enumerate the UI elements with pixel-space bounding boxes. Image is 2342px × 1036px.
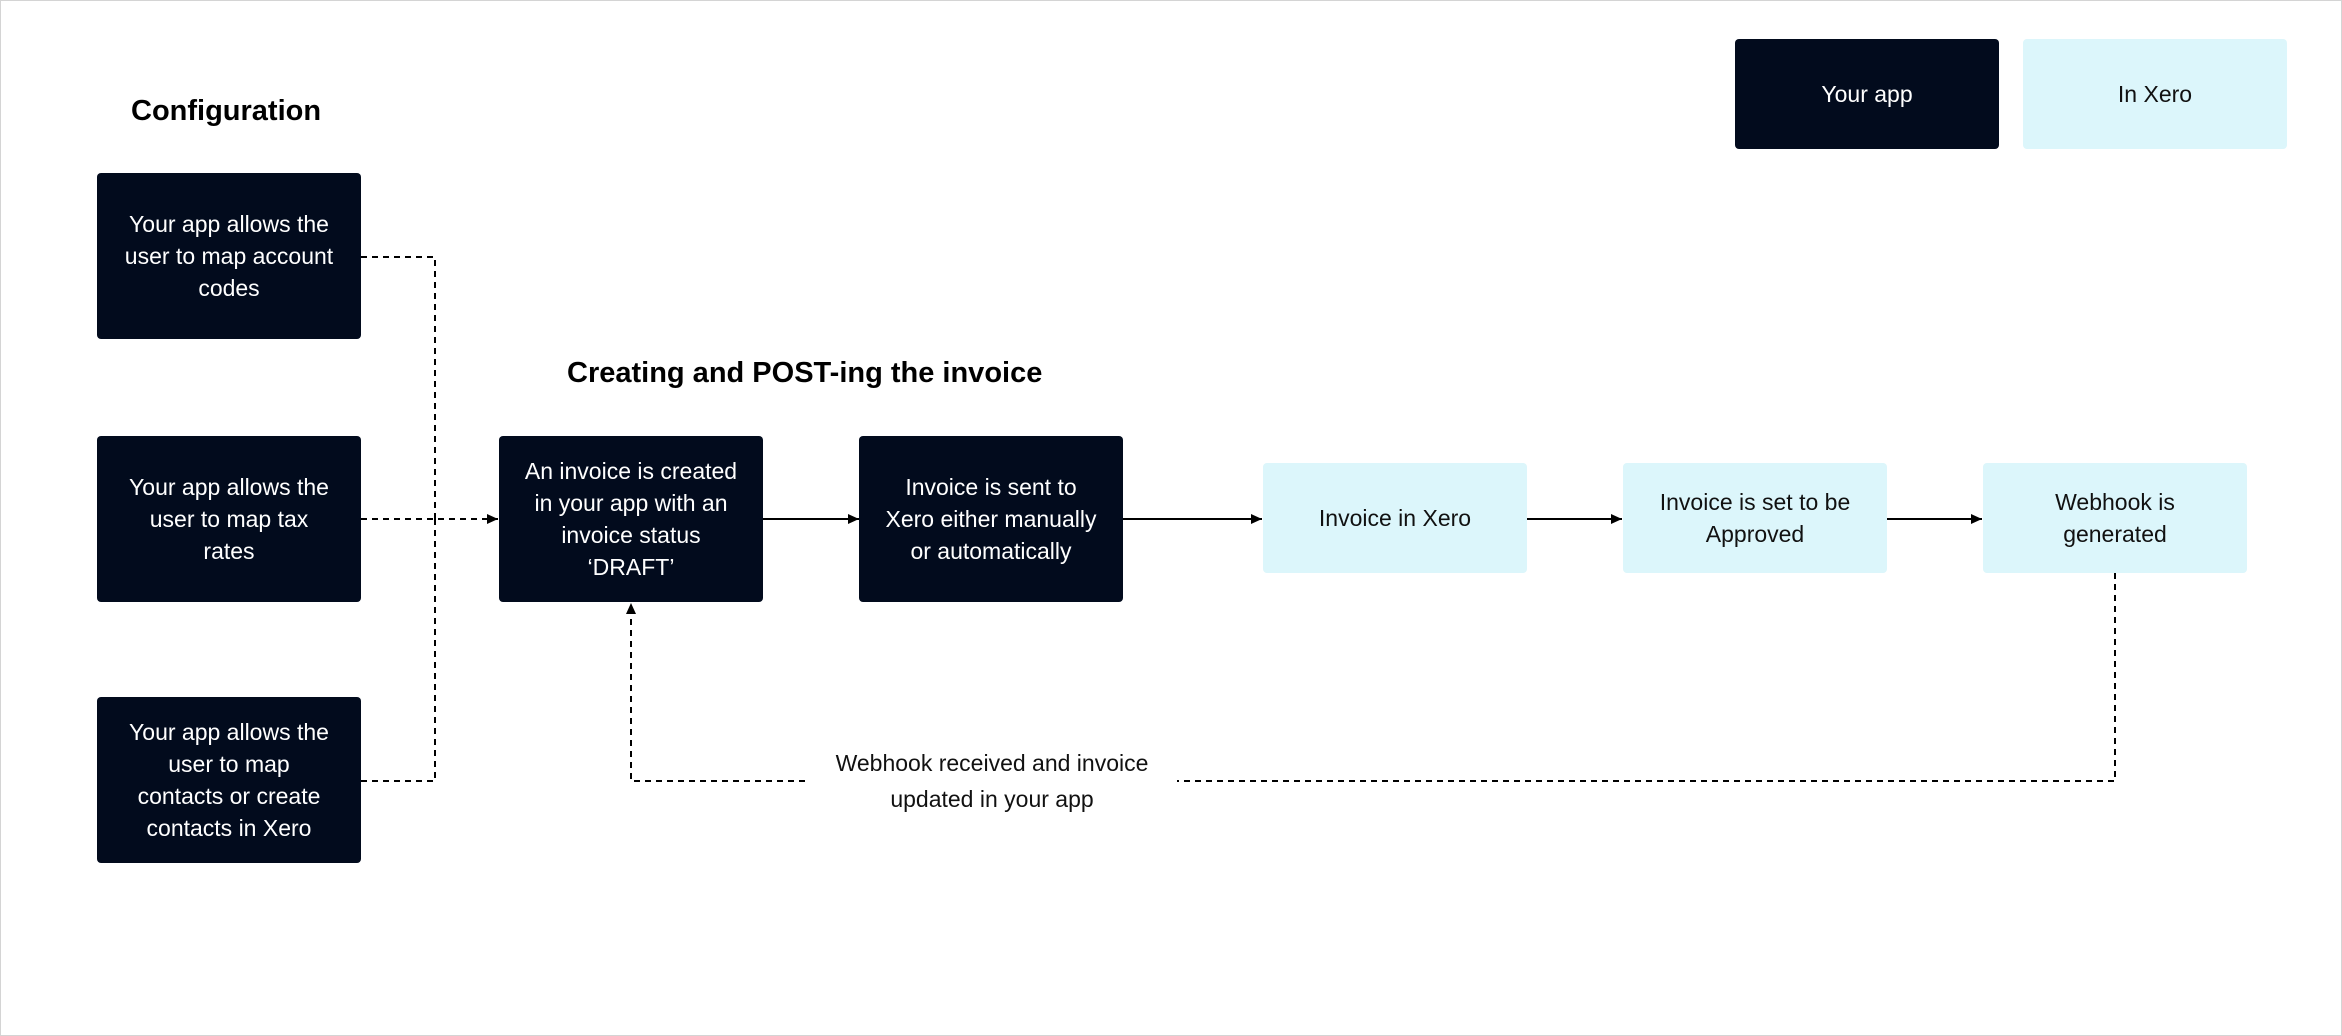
step-map-contacts: Your app allows the user to map contacts… (97, 697, 361, 863)
configuration-heading: Configuration (131, 95, 322, 127)
connector-contacts (361, 519, 436, 782)
legend-in-xero: In Xero (2023, 39, 2287, 149)
feedback-label: Webhook received and invoice updated in … (807, 745, 1177, 817)
step-invoice-in-xero: Invoice in Xero (1263, 463, 1527, 573)
creating-invoice-heading: Creating and POST-ing the invoice (567, 357, 1043, 389)
step-map-tax-rates: Your app allows the user to map tax rate… (97, 436, 361, 602)
step-sent-to-xero: Invoice is sent to Xero either manually … (859, 436, 1123, 602)
feedback-loop-line (626, 573, 2116, 782)
step-webhook-generated: Webhook is generated (1983, 463, 2247, 573)
connector-account-codes (361, 256, 436, 519)
step-invoice-approved: Invoice is set to be Approved (1623, 463, 1887, 573)
legend-your-app: Your app (1735, 39, 1999, 149)
step-map-account-codes: Your app allows the user to map account … (97, 173, 361, 339)
step-draft-invoice: An invoice is created in your app with a… (499, 436, 763, 602)
